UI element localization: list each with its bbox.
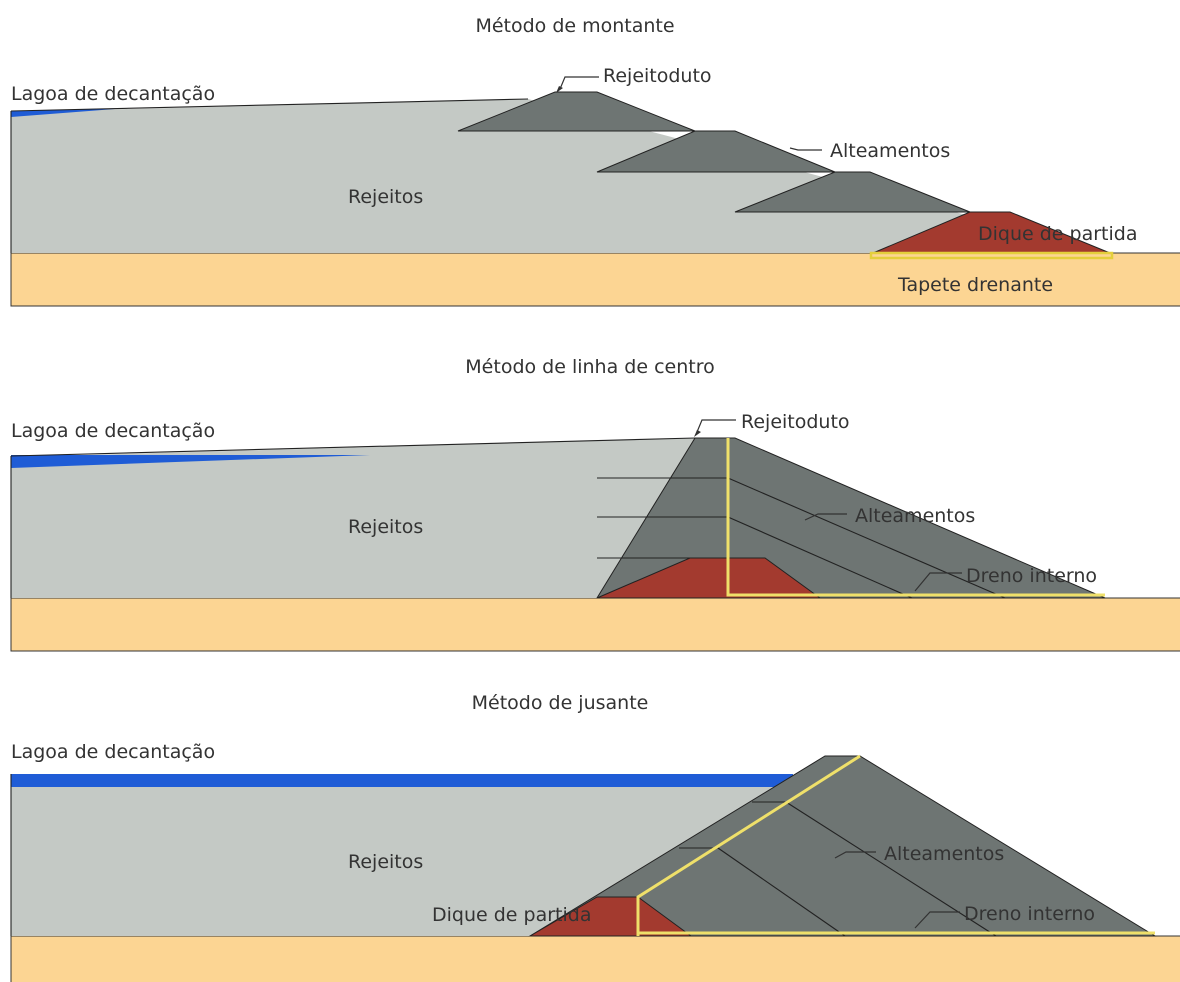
internal-drain xyxy=(636,754,861,936)
tailings-label: Rejeitos xyxy=(348,186,423,208)
pipe-leader-line xyxy=(696,419,736,433)
internal-drain-label: Dreno interno xyxy=(966,565,1097,587)
tailings-surface-line xyxy=(10,437,696,457)
drain-leader-line xyxy=(914,911,960,929)
tailings-label: Rejeitos xyxy=(348,851,423,873)
internal-drain-label: Dreno interno xyxy=(964,903,1095,925)
starter-dike-label: Dique de partida xyxy=(432,904,591,926)
raise-3 xyxy=(734,171,971,213)
panel-title: Método de jusante xyxy=(472,692,649,714)
foundation-ground xyxy=(10,597,1180,652)
panel-title: Método de linha de centro xyxy=(465,356,714,378)
raise-divider xyxy=(785,801,997,937)
tailings-label: Rejeitos xyxy=(348,516,423,538)
raises-label: Alteamentos xyxy=(830,140,950,162)
pond-label: Lagoa de decantação xyxy=(11,83,215,105)
tailings-body xyxy=(11,99,1110,253)
panel-downstream: Método de jusante Lagoa de decantação Re… xyxy=(10,692,1180,982)
raises-leader-line xyxy=(804,513,847,521)
raise-divider xyxy=(717,847,846,937)
foundation-ground xyxy=(10,935,1180,982)
settling-pond-water xyxy=(11,455,370,468)
pipe-leader-line xyxy=(559,76,599,90)
drain-blanket-label: Tapete drenante xyxy=(897,274,1053,296)
pond-label: Lagoa de decantação xyxy=(11,420,215,442)
raise-divider xyxy=(727,477,1006,599)
starter-dike-label: Dique de partida xyxy=(978,223,1137,245)
raise-1 xyxy=(457,91,696,132)
pipe-label: Rejeitoduto xyxy=(603,65,712,87)
foundation-ground xyxy=(10,252,1180,307)
tailings-surface-line xyxy=(10,98,529,112)
internal-drain xyxy=(726,438,1105,597)
raises-leader-line xyxy=(789,147,822,151)
pipe-leader-arrow xyxy=(694,430,701,437)
drain-leader-line xyxy=(914,572,962,592)
raises-label: Alteamentos xyxy=(855,505,975,527)
raise-divider xyxy=(727,516,913,599)
pipe-leader-arrow xyxy=(556,86,563,93)
settling-pond-water xyxy=(11,774,793,787)
drain-blanket xyxy=(869,251,1114,260)
starter-dike xyxy=(596,557,822,599)
pond-label: Lagoa de decantação xyxy=(11,741,215,763)
panel-upstream: Método de montante Lagoa de decantação R… xyxy=(10,15,1180,307)
panel-title: Método de montante xyxy=(475,15,674,37)
pipe-label: Rejeitoduto xyxy=(741,411,850,433)
raises-leader-line xyxy=(834,851,876,859)
tailings-body xyxy=(11,438,728,598)
panel-centerline: Método de linha de centro Lagoa de decan… xyxy=(10,356,1180,652)
raises-label: Alteamentos xyxy=(884,843,1004,865)
raise-2 xyxy=(596,130,836,173)
